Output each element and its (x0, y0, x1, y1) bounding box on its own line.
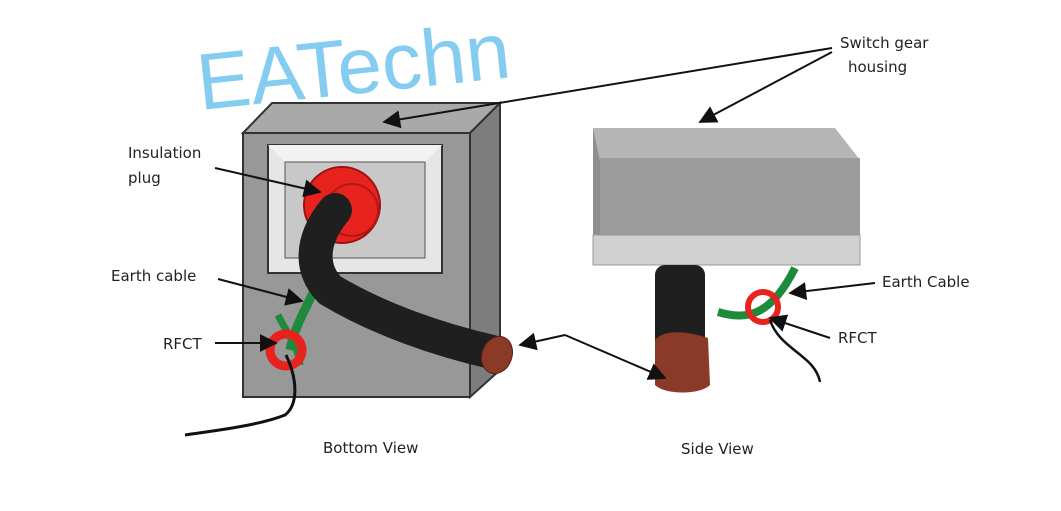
label-switchgear-line1: Switch gear (840, 34, 929, 52)
label-earth-cable-bottom: Earth cable (111, 267, 196, 285)
label-rfct-side: RFCT (838, 329, 878, 347)
arrows (214, 47, 876, 380)
label-insulation-line2: plug (128, 169, 161, 187)
label-switchgear-line2: housing (848, 58, 907, 76)
label-side-view: Side View (681, 440, 754, 458)
power-cable-side (655, 265, 710, 393)
label-rfct-bottom: RFCT (163, 335, 203, 353)
label-bottom-view: Bottom View (323, 439, 418, 457)
side-view-housing (592, 128, 861, 266)
power-cable-bottom (298, 193, 514, 375)
earth-cable-side (716, 266, 822, 383)
label-earth-cable-side: Earth Cable (882, 273, 970, 291)
label-insulation-line1: Insulation (128, 144, 201, 162)
